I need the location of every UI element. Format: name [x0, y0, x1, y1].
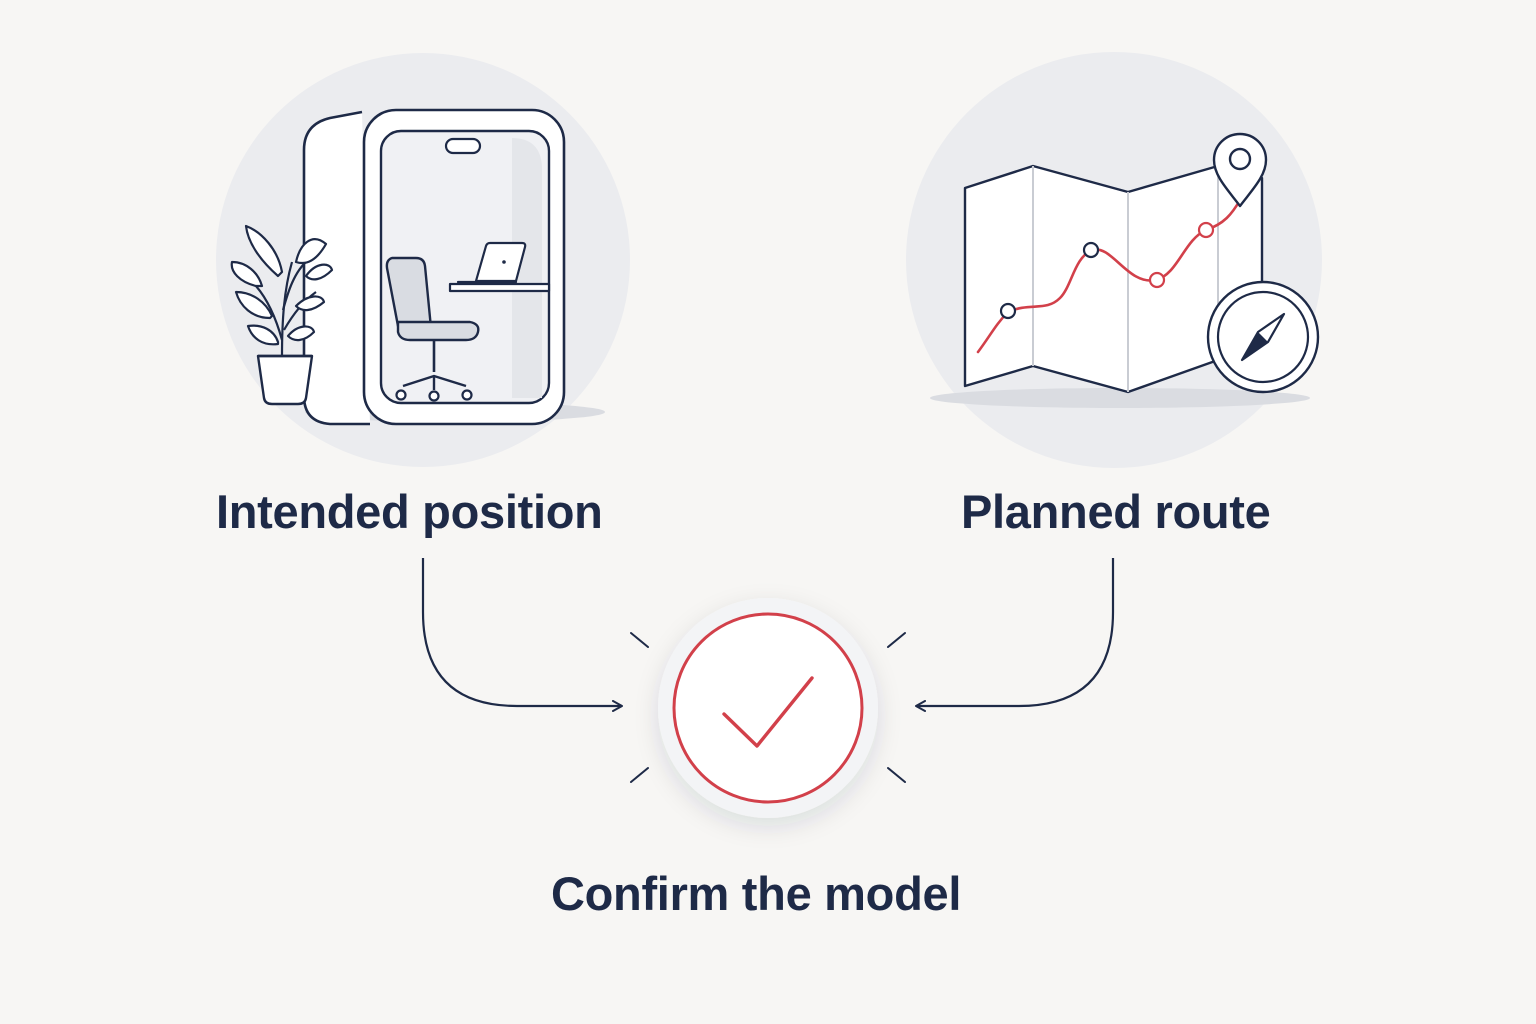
connector-arrow-left	[421, 558, 623, 712]
route-waypoint	[1148, 271, 1166, 289]
emphasis-ticks	[630, 632, 906, 783]
booth-glass-reflection	[512, 138, 542, 398]
booth-desk	[448, 282, 551, 293]
intended-position-label: Intended position	[216, 485, 603, 538]
booth-light-bar	[444, 137, 482, 155]
confirm-badge-ring	[672, 612, 864, 804]
booth-side-panel	[302, 110, 370, 426]
potted-plant-icon	[230, 224, 334, 406]
location-pin-icon	[1212, 132, 1268, 208]
planned-route-label: Planned route	[961, 485, 1271, 538]
connector-arrow-right	[915, 558, 1115, 712]
route-waypoint	[999, 302, 1017, 320]
confirm-check-badge	[630, 598, 906, 818]
confirm-model-label: Confirm the model	[551, 867, 962, 920]
laptop-icon	[456, 241, 527, 284]
map-route-icon	[906, 52, 1322, 468]
route-waypoint	[1082, 241, 1100, 259]
check-icon	[722, 676, 814, 748]
route-waypoint	[1197, 221, 1215, 239]
office-phone-booth-icon	[216, 53, 630, 467]
office-chair-icon	[385, 256, 480, 402]
compass-icon	[1206, 280, 1320, 394]
map-floor-shadow	[930, 388, 1310, 408]
